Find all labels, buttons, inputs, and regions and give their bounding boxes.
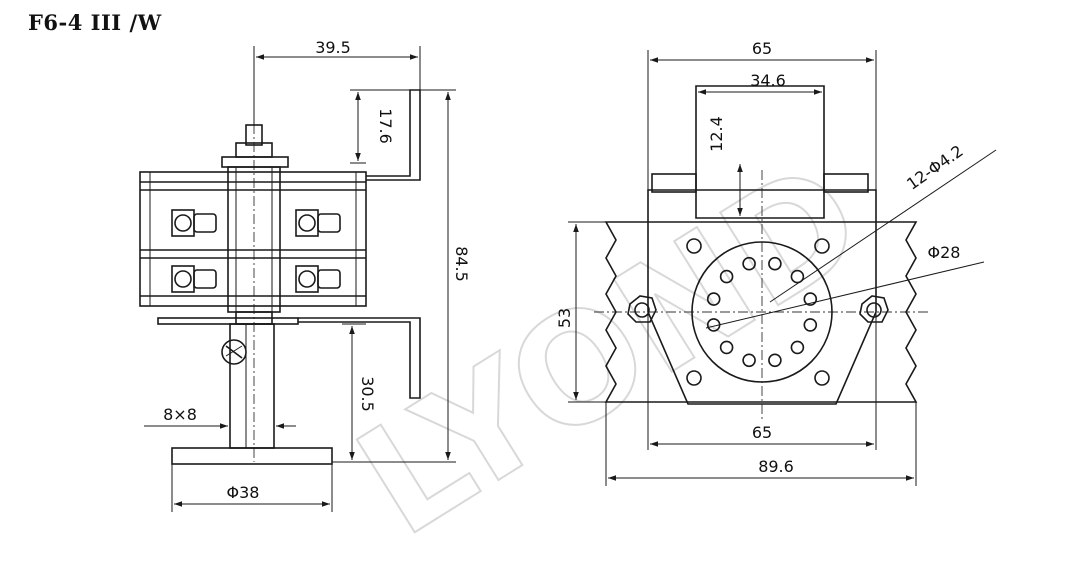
terminal-screw-icon	[295, 265, 341, 293]
terminal-hole	[768, 256, 782, 271]
terminal-screw-icon	[171, 209, 217, 237]
terminal-hole	[790, 340, 805, 355]
terminal-hole	[742, 256, 756, 271]
dim-shaft: 8×8	[163, 405, 197, 424]
terminal-screw-icon	[171, 265, 217, 293]
dim-mount-spacing: 65	[752, 423, 772, 442]
side-view: 39.5 17.6 84.5 30.5 8×8 Φ38	[139, 38, 471, 512]
terminal-screw-icon	[295, 209, 341, 237]
hex-bolt-icon	[859, 295, 889, 323]
terminal-hole	[742, 353, 756, 368]
dim-circle-dia: Φ28	[928, 243, 961, 262]
terminal-hole	[768, 353, 782, 368]
dim-hole-spec: 12-Φ4.2	[903, 141, 966, 193]
dim-total-width: 89.6	[758, 457, 794, 476]
hex-bolt-icon	[627, 295, 657, 323]
dim-front-height: 53	[555, 308, 574, 328]
dim-lower-height: 30.5	[358, 376, 377, 412]
dim-side-width: 39.5	[315, 38, 351, 57]
dim-knob-dia: Φ38	[227, 483, 260, 502]
terminal-hole	[719, 340, 734, 355]
drawing-title: F6-4 III /W	[28, 10, 162, 35]
watermark: LYOND	[330, 129, 891, 564]
terminal-hole	[790, 269, 805, 284]
dim-slot-height: 12.4	[707, 116, 726, 152]
dim-total-height: 84.5	[452, 246, 471, 282]
dim-bracket-height: 17.6	[376, 108, 395, 144]
terminal-hole	[706, 292, 721, 306]
terminal-hole	[719, 269, 734, 284]
dim-slot-width: 34.6	[750, 71, 786, 90]
terminal-hole	[803, 292, 818, 306]
terminal-hole-ring	[706, 256, 818, 368]
dim-front-width: 65	[752, 39, 772, 58]
terminal-hole	[803, 318, 818, 332]
